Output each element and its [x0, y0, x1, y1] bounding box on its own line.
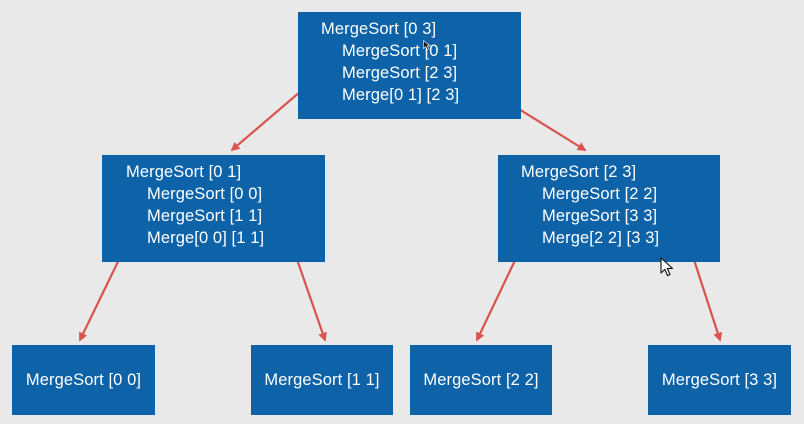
node-mergesort-0-0: MergeSort [0 0]	[12, 345, 155, 415]
node-mergesort-0-1: MergeSort [0 1] MergeSort [0 0] MergeSor…	[102, 155, 325, 262]
leaf-1-label: MergeSort [0 0]	[25, 371, 142, 389]
node-root-line-3: MergeSort [2 3]	[342, 64, 458, 82]
node-right-line-2: MergeSort [2 2]	[542, 185, 658, 203]
node-mergesort-1-1: MergeSort [1 1]	[251, 345, 393, 415]
node-left-line-3: MergeSort [1 1]	[147, 207, 263, 225]
node-right-line-1: MergeSort [2 3]	[521, 163, 637, 181]
leaf-4-label: MergeSort [3 3]	[661, 371, 778, 389]
node-root-line-2: MergeSort [0 1]	[342, 42, 458, 60]
node-left-line-4: Merge[0 0] [1 1]	[147, 229, 265, 247]
node-mergesort-2-3: MergeSort [2 3] MergeSort [2 2] MergeSor…	[498, 155, 720, 262]
leaf-3-label: MergeSort [2 2]	[423, 371, 539, 389]
node-mergesort-2-2: MergeSort [2 2]	[410, 345, 552, 415]
leaf-2-label: MergeSort [1 1]	[264, 371, 380, 389]
node-right-line-4: Merge[2 2] [3 3]	[542, 229, 660, 247]
node-left-line-1: MergeSort [0 1]	[126, 163, 242, 181]
node-right-line-3: MergeSort [3 3]	[542, 207, 658, 225]
node-mergesort-0-3: MergeSort [0 3] MergeSort [0 1] MergeSor…	[298, 12, 521, 119]
node-left-line-2: MergeSort [0 0]	[147, 185, 263, 203]
node-root-line-1: MergeSort [0 3]	[321, 20, 437, 38]
node-root-line-4: Merge[0 1] [2 3]	[342, 86, 460, 104]
node-mergesort-3-3: MergeSort [3 3]	[648, 345, 791, 415]
